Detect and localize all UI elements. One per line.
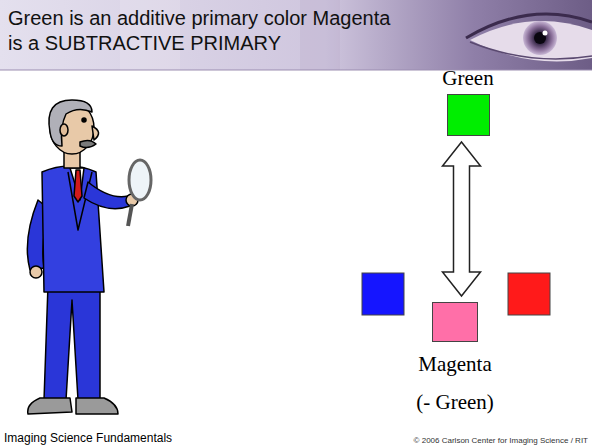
color-name: Magenta [416, 352, 493, 376]
color-name: Green [440, 66, 495, 90]
color-swatch [447, 94, 490, 136]
professor-figure [27, 100, 151, 414]
red-square [508, 273, 550, 315]
copyright-note: © 2006 Carlson Center for Imaging Scienc… [414, 435, 588, 446]
color-note: (- Green) [414, 390, 496, 414]
slide-title: Green is an additive primary color Magen… [8, 6, 393, 56]
green-square: Green [436, 66, 500, 136]
color-swatch [432, 302, 478, 342]
header-band [0, 0, 592, 70]
eye-picture [466, 14, 592, 61]
double-arrow [443, 142, 481, 296]
blue-square [362, 273, 404, 315]
magenta-square: Magenta (- Green) [410, 302, 500, 414]
footer-text: Imaging Science Fundamentals [4, 431, 172, 446]
